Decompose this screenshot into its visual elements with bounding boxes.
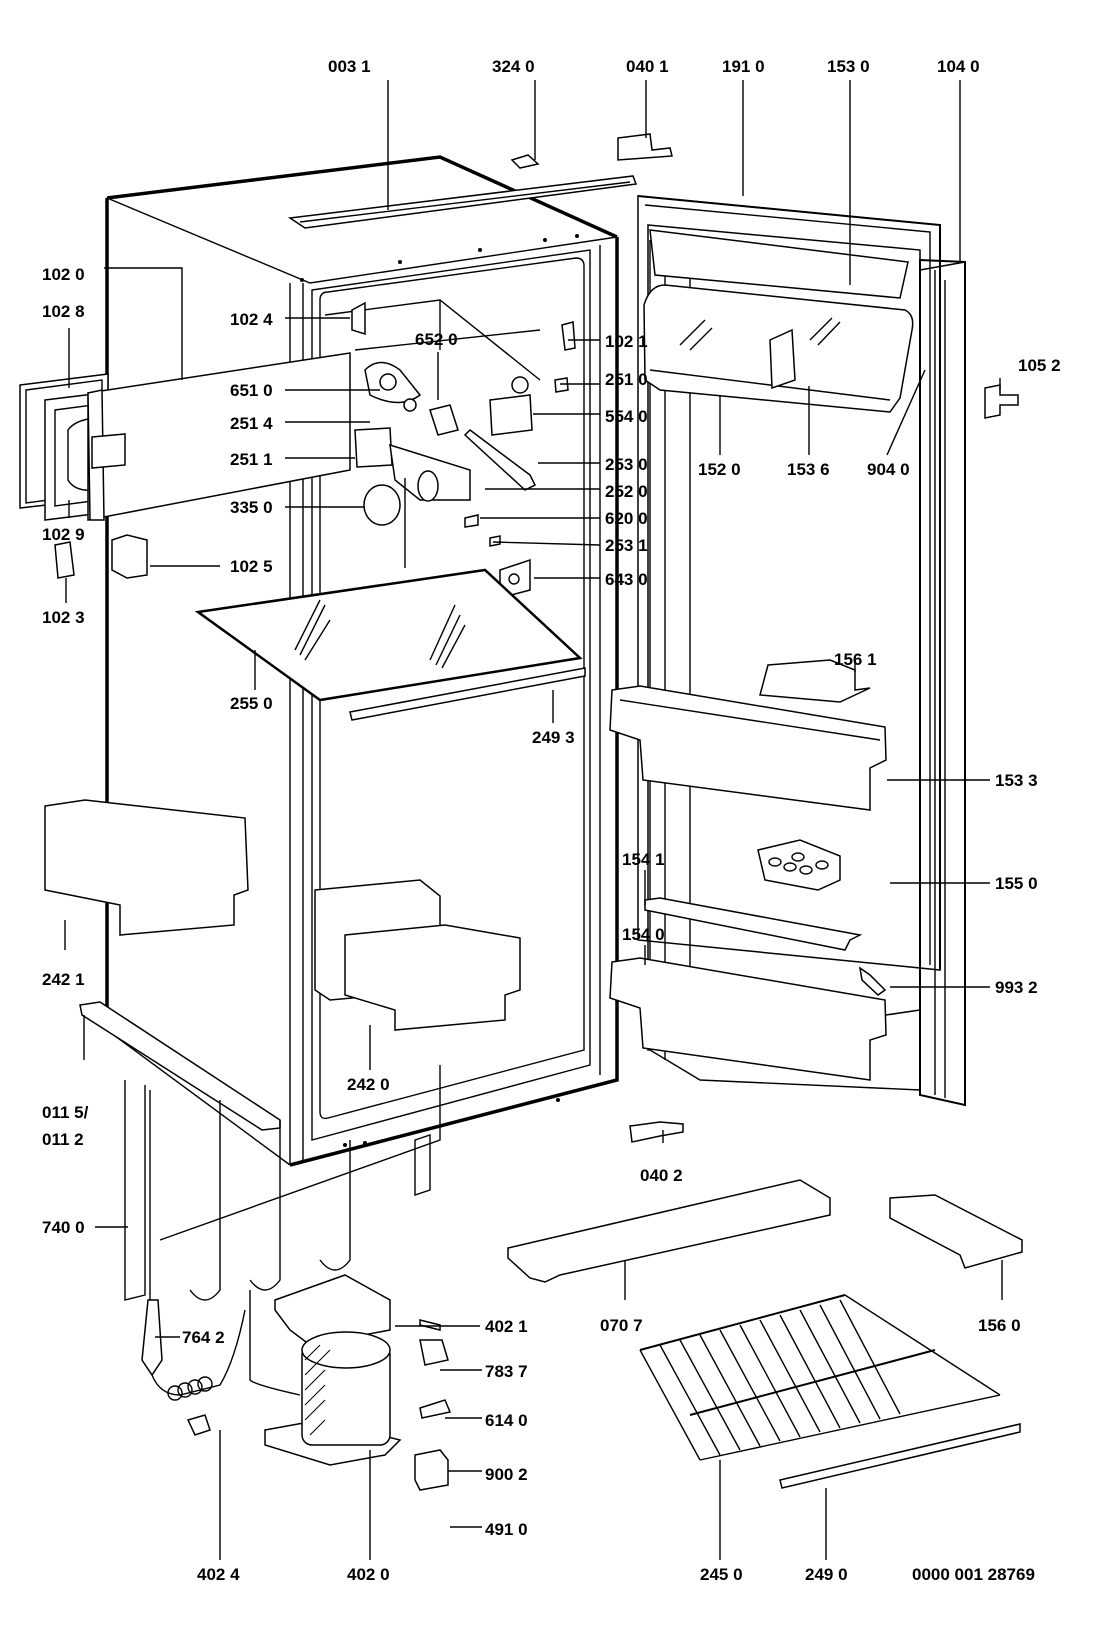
label-4024: 402 4 (197, 1565, 240, 1584)
label-4910: 491 0 (485, 1520, 528, 1539)
label-1052: 105 2 (1018, 356, 1061, 375)
label-2420: 242 0 (347, 1075, 390, 1094)
hinge-bracket-top (617, 133, 673, 161)
label-2514: 251 4 (230, 414, 273, 433)
clip-part (510, 154, 540, 169)
label-9040: 904 0 (867, 460, 910, 479)
label-1560: 156 0 (978, 1316, 1021, 1335)
label-6430: 643 0 (605, 570, 648, 589)
leader-lines (64, 80, 1003, 1560)
label-1025: 102 5 (230, 557, 273, 576)
glass-shelf (194, 568, 583, 702)
label-1536: 153 6 (787, 460, 830, 479)
hinge-bracket-bottom (629, 1121, 684, 1143)
label-1541: 154 1 (622, 850, 665, 869)
label-1020: 102 0 (42, 265, 85, 284)
shelf-strip-upper (349, 667, 586, 721)
door-shelf-upper (609, 685, 887, 811)
label-2510: 251 0 (605, 370, 648, 389)
control-assembly (354, 361, 569, 599)
egg-tray (757, 839, 841, 891)
top-rail-part (287, 175, 638, 229)
crisper-box-outer (44, 799, 249, 936)
label-3350: 335 0 (230, 498, 273, 517)
label-1520: 152 0 (698, 460, 741, 479)
label-1540: 154 0 (622, 925, 665, 944)
label-0112: 011 2 (42, 1130, 84, 1149)
label-6140: 614 0 (485, 1411, 528, 1430)
label-1550: 155 0 (995, 874, 1038, 893)
crisper-box-inner (314, 879, 521, 1031)
label-1040: 104 0 (937, 57, 980, 76)
label-2530: 253 0 (605, 455, 648, 474)
label-1029: 102 9 (42, 525, 85, 544)
label-1028: 102 8 (42, 302, 85, 321)
label-6520: 652 0 (415, 330, 458, 349)
label-1530: 153 0 (827, 57, 870, 76)
label-1021: 102 1 (605, 332, 648, 351)
label-6510: 651 0 (230, 381, 273, 400)
label-1910: 191 0 (722, 57, 765, 76)
butter-box (759, 659, 871, 703)
base-rail (79, 1001, 281, 1131)
label-2450: 245 0 (700, 1565, 743, 1584)
label-3240: 324 0 (492, 57, 535, 76)
part-labels: 003 1 324 0 040 1 191 0 153 0 104 0 102 … (42, 57, 1061, 1584)
label-2520: 252 0 (605, 482, 648, 501)
label-0707: 070 7 (600, 1316, 643, 1335)
hinge-1052 (984, 384, 1019, 419)
document-number: 0000 001 28769 (912, 1565, 1035, 1584)
label-4020: 402 0 (347, 1565, 390, 1584)
label-9932: 993 2 (995, 978, 1038, 997)
condenser (124, 1065, 441, 1310)
part-9932 (858, 966, 887, 996)
label-2493: 249 3 (532, 728, 575, 747)
label-2550: 255 0 (230, 694, 273, 713)
label-0401: 040 1 (626, 57, 669, 76)
label-1023: 102 3 (42, 608, 85, 627)
label-4021: 402 1 (485, 1317, 528, 1336)
label-7642: 764 2 (182, 1328, 225, 1347)
part-7837 (419, 1319, 441, 1331)
part-1025 (111, 534, 148, 579)
label-0031: 003 1 (328, 57, 371, 76)
freezer-flap (19, 352, 351, 521)
part-1023 (54, 541, 75, 579)
label-1533: 153 3 (995, 771, 1038, 790)
compressor (249, 1290, 402, 1466)
channel-0707 (507, 1179, 831, 1283)
label-1561: 156 1 (834, 650, 877, 669)
shelf-strip-lower (779, 1423, 1021, 1489)
label-9002: 900 2 (485, 1465, 528, 1484)
door-flap (643, 229, 914, 413)
door-shelf-lower (609, 957, 887, 1081)
cover-4910 (414, 1449, 449, 1491)
label-7400: 740 0 (42, 1218, 85, 1237)
bottle-rail (644, 897, 863, 951)
label-2511: 251 1 (230, 450, 273, 469)
relay-6140 (419, 1339, 449, 1366)
label-2490: 249 0 (805, 1565, 848, 1584)
label-5540: 554 0 (605, 407, 648, 426)
wire-shelf (639, 1294, 1001, 1461)
part-1024 (351, 301, 366, 336)
part-1021 (561, 321, 576, 351)
label-2421: 242 1 (42, 970, 85, 989)
label-7837: 783 7 (485, 1362, 528, 1381)
part-9002 (419, 1399, 452, 1419)
dryer-filter (141, 1299, 246, 1401)
label-0402: 040 2 (640, 1166, 683, 1185)
part-4024 (186, 1414, 211, 1436)
label-1024: 102 4 (230, 310, 273, 329)
label-6200: 620 0 (605, 509, 648, 528)
label-0115: 011 5/ (42, 1103, 89, 1122)
ice-tray (889, 1194, 1023, 1269)
label-2531: 253 1 (605, 536, 648, 555)
